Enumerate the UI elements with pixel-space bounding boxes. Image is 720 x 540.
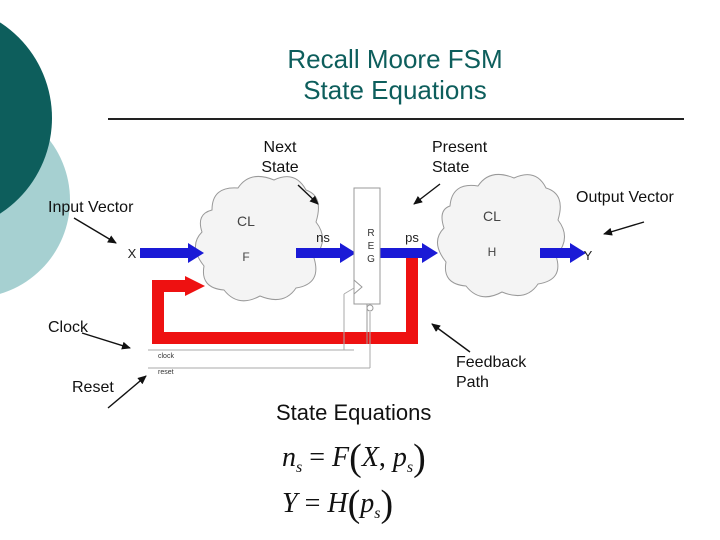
- cloud-h-bottom-label: H: [488, 245, 497, 259]
- combinational-logic-f-cloud: [195, 175, 323, 302]
- next-state-equation: ns = F(X, ps): [282, 437, 426, 479]
- next-state-callout: Next State: [254, 138, 306, 178]
- reset-pointer: [107, 375, 147, 409]
- clock-callout: Clock: [48, 319, 89, 336]
- register-letter-g: G: [367, 254, 375, 265]
- cloud-h-top-label: CL: [483, 208, 501, 224]
- slide-title: Recall Moore FSM State Equations: [200, 44, 590, 106]
- eq2-lhs: Y: [282, 488, 298, 519]
- feedback-path-callout: Feedback Path: [456, 353, 526, 393]
- feedback-arrowhead: [185, 276, 205, 296]
- next-state-callout-line-1: Next: [263, 139, 297, 156]
- decor-circle-dark: [0, 22, 52, 214]
- reset-callout: Reset: [72, 379, 114, 396]
- register-clock-triangle: [353, 279, 363, 295]
- title-line-2: State Equations: [303, 75, 487, 105]
- title-line-1: Recall Moore FSM: [287, 44, 503, 74]
- register-letter-r: R: [367, 228, 374, 239]
- output-equation: Y = H(ps): [282, 483, 394, 525]
- eq1-arg-2-subscript: s: [406, 459, 414, 476]
- present-state-arrow: [380, 248, 424, 258]
- present-state-callout: Present State: [432, 138, 487, 178]
- signal-y-label: Y: [584, 248, 593, 263]
- next-state-arrow: [296, 248, 342, 258]
- signal-ps-label: ps: [405, 230, 419, 245]
- signal-ns-label: ns: [316, 230, 330, 245]
- cloud-f-top-label: CL: [237, 213, 255, 229]
- combinational-logic-h-cloud: [437, 173, 565, 298]
- eq2-arg-subscript: s: [374, 505, 381, 522]
- feedback-path-pointer: [431, 323, 471, 353]
- state-equations-heading: State Equations: [276, 400, 432, 425]
- present-state-callout-line-2: State: [432, 159, 470, 176]
- eq1-arg-2: p: [392, 442, 407, 473]
- feedback-path-callout-line-1: Feedback: [456, 354, 527, 371]
- register-reset-bubble: [366, 304, 374, 312]
- next-state-pointer: [297, 184, 319, 205]
- input-vector-pointer: [73, 217, 117, 244]
- title-divider: [108, 118, 684, 120]
- clock-pointer: [81, 332, 131, 350]
- present-state-callout-line-1: Present: [432, 139, 488, 156]
- eq2-arg: p: [360, 488, 375, 519]
- next-state-callout-line-2: State: [261, 159, 299, 176]
- input-x-arrow: [140, 248, 190, 258]
- clock-pin-label: clock: [158, 353, 174, 360]
- eq1-lhs: n: [282, 442, 296, 473]
- output-y-arrowhead: [570, 243, 586, 263]
- reset-pin-label: reset: [158, 369, 174, 376]
- eq1-arg-1: X: [361, 442, 379, 473]
- register-letter-e: E: [368, 241, 375, 252]
- present-state-arrowhead: [422, 243, 438, 263]
- cloud-f-bottom-label: F: [242, 250, 249, 264]
- eq2-function: H: [327, 488, 348, 519]
- feedback-path-loop: [152, 258, 418, 344]
- state-register: [353, 187, 381, 305]
- feedback-path-callout-line-2: Path: [456, 374, 489, 391]
- eq1-function: F: [332, 442, 350, 473]
- eq1-lhs-subscript: s: [296, 459, 303, 476]
- clock-wire-join: [343, 287, 355, 295]
- signal-x-label: X: [128, 246, 137, 261]
- input-x-arrowhead: [188, 243, 204, 263]
- next-state-arrowhead: [340, 243, 356, 263]
- input-vector-callout: Input Vector: [48, 199, 134, 216]
- output-vector-callout: Output Vector: [576, 189, 674, 206]
- present-state-pointer: [413, 183, 441, 205]
- output-y-arrow: [540, 248, 572, 258]
- output-vector-pointer: [603, 221, 645, 236]
